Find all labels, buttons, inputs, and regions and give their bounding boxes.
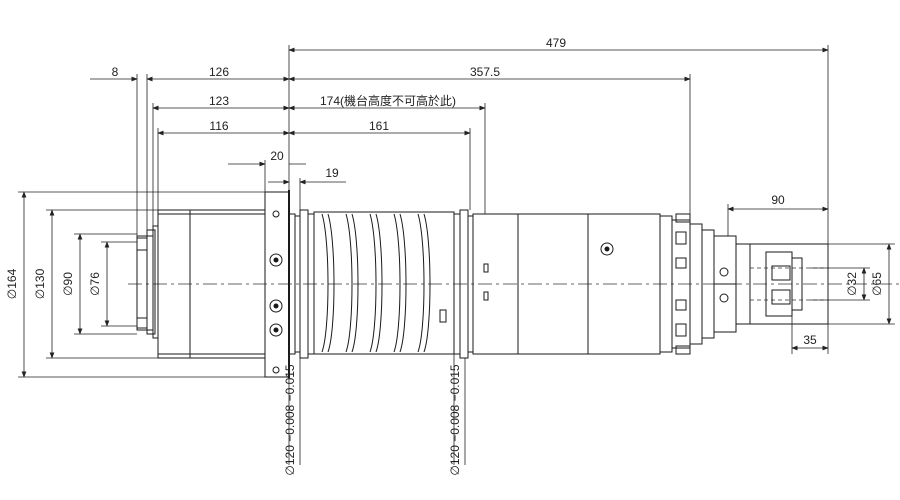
dim-123: 123 <box>209 94 229 108</box>
tol-left: ∅120 −0.008 −0.015 <box>283 364 297 476</box>
dim-174-note: 174(機台高度不可高於此) <box>320 93 456 108</box>
mounting-flange <box>264 191 290 378</box>
dim-8: 8 <box>112 65 119 79</box>
dim-90-length: 90 <box>771 193 785 207</box>
dim-d32: ∅32 <box>845 272 859 296</box>
coil-section <box>313 211 455 355</box>
dim-20: 20 <box>270 149 284 163</box>
tol-right: ∅120 −0.008 −0.015 <box>448 364 462 476</box>
dim-d65: ∅65 <box>870 272 884 296</box>
tolerance-callouts: ∅120 −0.008 −0.015 ∅120 −0.008 −0.015 <box>283 354 466 476</box>
dim-116: 116 <box>209 119 228 133</box>
top-dimensions: 479 357.5 126 8 123 174(機台高度不可高於此) 116 1… <box>90 36 829 244</box>
left-diameters: ∅164 ∅130 ∅90 ∅76 <box>5 191 265 378</box>
dim-19: 19 <box>325 166 339 180</box>
dim-d90: ∅90 <box>61 272 75 296</box>
dim-126: 126 <box>209 65 229 79</box>
spindle-body <box>136 190 829 378</box>
dim-161: 161 <box>369 119 389 133</box>
rear-dimensions: 90 35 ∅32 ∅65 <box>727 193 895 354</box>
dim-d130: ∅130 <box>33 268 47 299</box>
dim-d164: ∅164 <box>5 268 19 299</box>
dim-d76: ∅76 <box>88 272 102 296</box>
dim-479: 479 <box>546 36 566 50</box>
dim-357-5: 357.5 <box>470 65 500 79</box>
dim-35: 35 <box>803 333 817 347</box>
